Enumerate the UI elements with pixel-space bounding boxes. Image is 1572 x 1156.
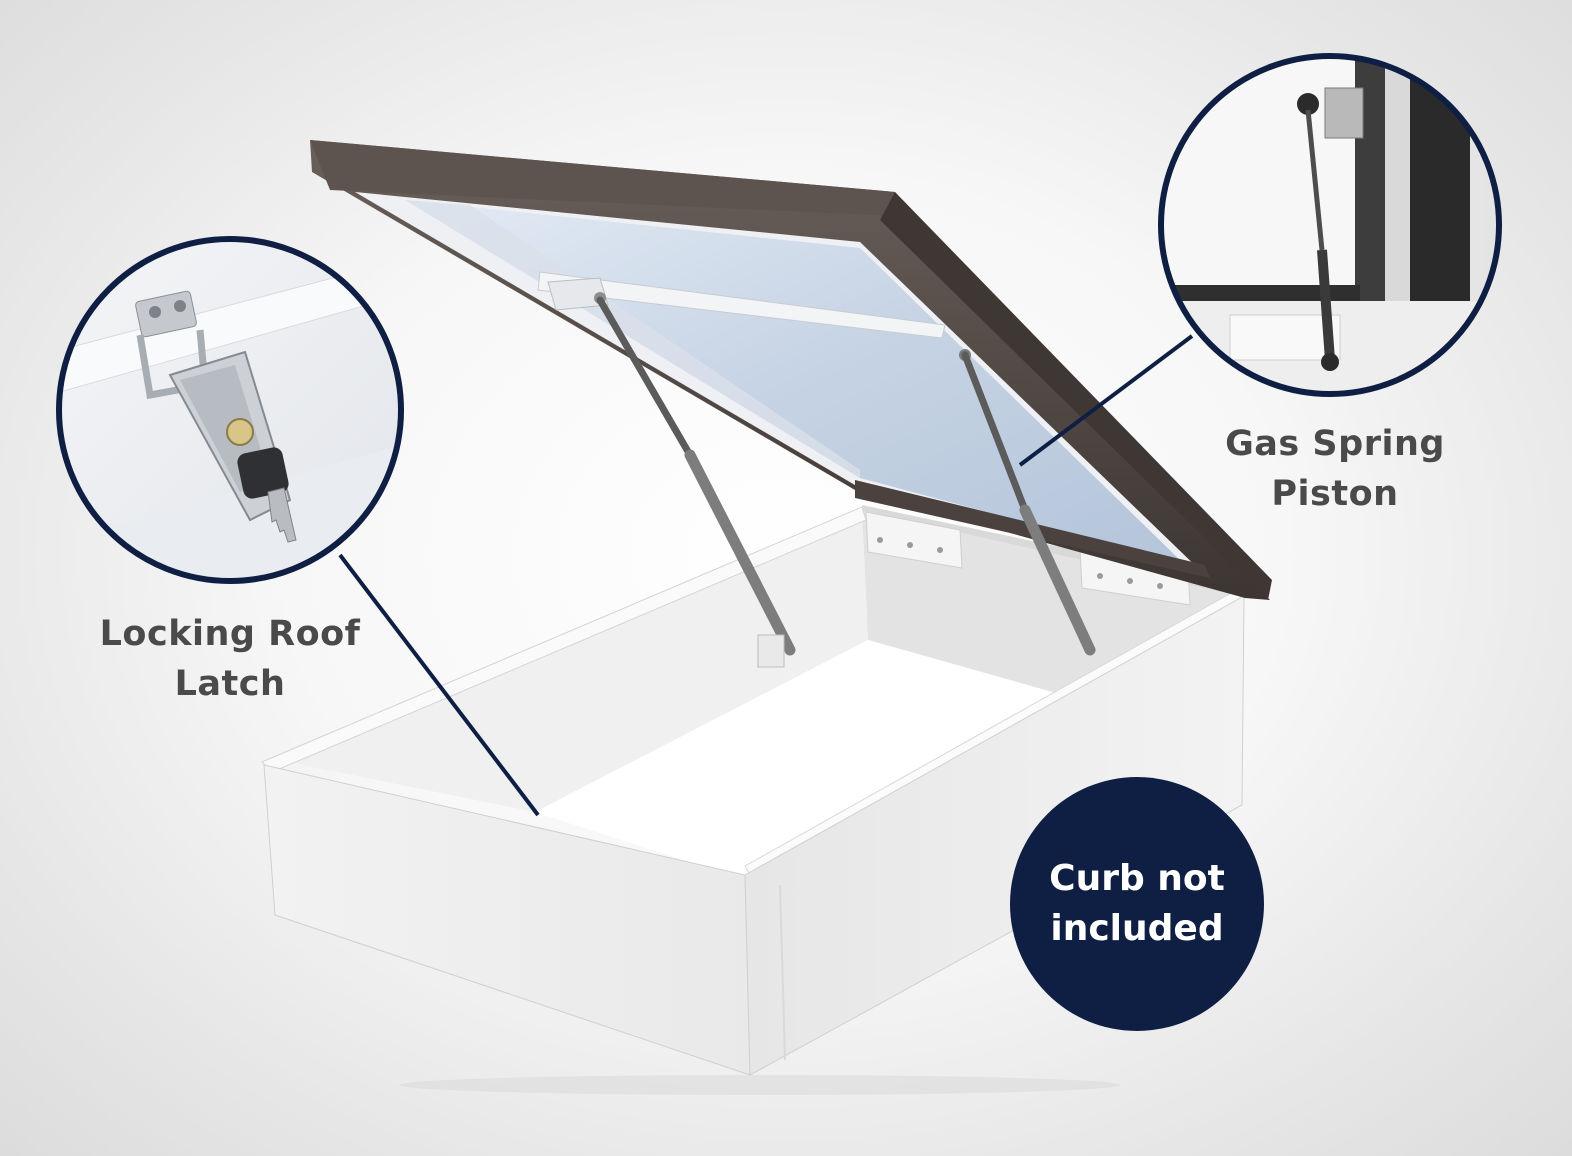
latch-closeup-circle — [56, 236, 404, 584]
hinges — [865, 511, 1191, 606]
badge-line1: Curb not — [1049, 858, 1225, 899]
piston-callout-label: Gas Spring Piston — [1185, 419, 1485, 519]
gas-springs — [596, 296, 1096, 668]
badge-line2: included — [1050, 908, 1224, 949]
latch-label-line2: Latch — [174, 664, 286, 704]
piston-label-line1: Gas Spring — [1225, 424, 1445, 464]
curb-not-included-badge: Curb not included — [1010, 777, 1264, 1031]
piston-label-line2: Piston — [1271, 474, 1399, 514]
curb — [261, 505, 1247, 1095]
piston-leader-line — [1018, 334, 1194, 467]
piston-closeup-circle — [1158, 53, 1502, 397]
latch-callout-label: Locking Roof Latch — [70, 609, 390, 709]
skylight-lid — [310, 140, 1272, 600]
latch-label-line1: Locking Roof — [99, 614, 361, 654]
latch-leader-line — [338, 553, 540, 817]
